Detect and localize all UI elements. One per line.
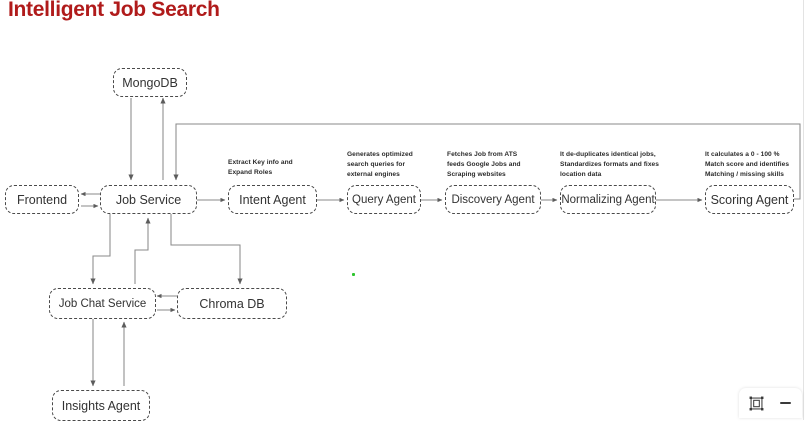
node-frontend-label: Frontend bbox=[16, 192, 68, 207]
node-intent-agent-label: Intent Agent bbox=[239, 192, 306, 207]
node-mongodb[interactable]: MongoDB bbox=[113, 68, 187, 97]
node-chroma-db-label: Chroma DB bbox=[199, 296, 265, 311]
node-mongodb-label: MongoDB bbox=[122, 75, 178, 90]
cursor-pointer bbox=[352, 273, 355, 276]
annotation-normalizing-agent: It de-duplicates identical jobs, Standar… bbox=[560, 151, 659, 179]
page-title: Intelligent Job Search bbox=[8, 0, 220, 21]
node-scoring-agent-label: Scoring Agent bbox=[710, 192, 789, 207]
node-job-service[interactable]: Job Service bbox=[100, 185, 197, 214]
node-normalizing-agent-label: Normalizing Agent bbox=[561, 193, 655, 206]
node-insights-agent-label: Insights Agent bbox=[61, 398, 141, 413]
node-discovery-agent-label: Discovery Agent bbox=[451, 193, 535, 206]
node-job-chat-service[interactable]: Job Chat Service bbox=[49, 288, 156, 319]
node-scoring-agent[interactable]: Scoring Agent bbox=[705, 185, 794, 214]
fit-to-screen-icon[interactable] bbox=[748, 395, 764, 411]
node-chroma-db[interactable]: Chroma DB bbox=[177, 288, 287, 319]
node-frontend[interactable]: Frontend bbox=[5, 185, 79, 214]
node-job-service-label: Job Service bbox=[115, 192, 182, 207]
annotation-query-agent: Generates optimized search queries for e… bbox=[347, 151, 413, 179]
edge-job-service-to-job-chat-service bbox=[90, 214, 111, 285]
edge-job-service-to-chroma-db bbox=[170, 214, 243, 285]
annotation-discovery-agent: Fetches Job from ATS feeds Google Jobs a… bbox=[447, 151, 521, 179]
node-job-chat-service-label: Job Chat Service bbox=[58, 297, 147, 310]
node-insights-agent[interactable]: Insights Agent bbox=[52, 390, 150, 421]
annotation-intent-agent: Extract Key info and Expand Roles bbox=[228, 159, 293, 177]
node-normalizing-agent[interactable]: Normalizing Agent bbox=[560, 185, 656, 214]
canvas-toolbar[interactable] bbox=[739, 388, 802, 418]
annotation-scoring-agent: It calculates a 0 - 100 % Match score an… bbox=[705, 151, 790, 179]
zoom-out-icon[interactable] bbox=[777, 395, 793, 411]
canvas-right-edge bbox=[803, 0, 804, 420]
node-intent-agent[interactable]: Intent Agent bbox=[228, 185, 317, 214]
edge-job-chat-service-to-job-service bbox=[134, 217, 151, 284]
node-discovery-agent[interactable]: Discovery Agent bbox=[445, 185, 541, 214]
node-query-agent-label: Query Agent bbox=[352, 193, 416, 206]
node-query-agent[interactable]: Query Agent bbox=[347, 185, 421, 214]
